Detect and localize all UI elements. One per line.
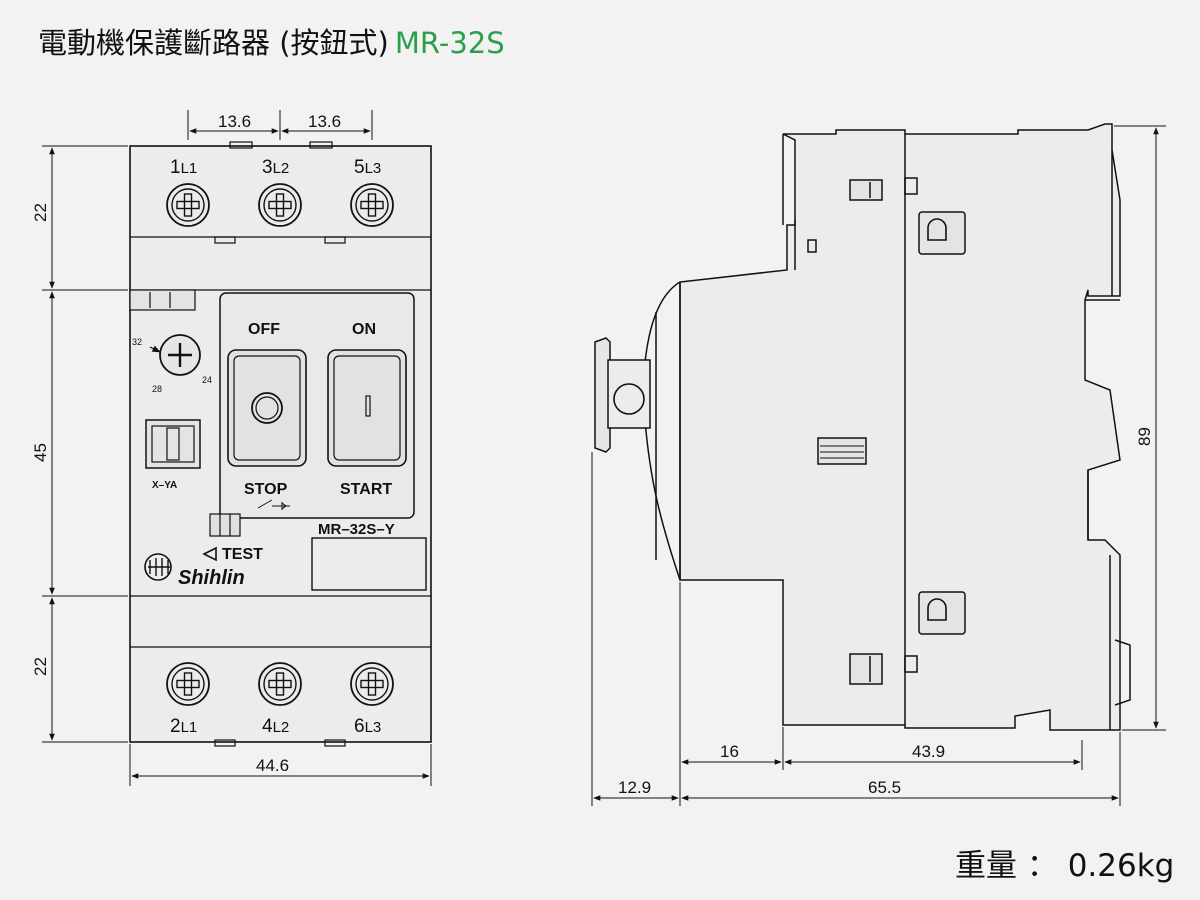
side-view: 89 16 43.9 12.9 65.5 bbox=[591, 123, 1166, 806]
terminal-label: 4L2 bbox=[262, 716, 289, 737]
dim-d3: 12.9 bbox=[618, 778, 651, 797]
knob-hole-icon bbox=[613, 383, 645, 415]
dim-d2: 43.9 bbox=[912, 742, 945, 761]
stop-symbol-icon bbox=[257, 499, 290, 510]
dim-d4: 65.5 bbox=[868, 778, 901, 797]
terminal-screw-icon bbox=[166, 183, 210, 227]
dim-d1: 16 bbox=[720, 742, 739, 761]
dial-mark: 32 bbox=[132, 337, 142, 347]
brand-label: Shihlin bbox=[178, 567, 245, 589]
weight-label: 重量 ： 0.26kg bbox=[955, 848, 1175, 884]
terminal-screw-icon bbox=[258, 183, 302, 227]
test-arrow-icon bbox=[202, 546, 217, 562]
dim-pitch-right: 13.6 bbox=[308, 112, 341, 131]
terminals-bottom: 2L1 4L2 6L3 bbox=[166, 662, 394, 737]
on-label: ON bbox=[352, 321, 376, 338]
terminal-screw-icon bbox=[166, 662, 210, 706]
test-label: TEST bbox=[222, 546, 263, 563]
terminal-label: 6L3 bbox=[354, 716, 381, 737]
model-plate-label: MR–32S–Y bbox=[318, 521, 395, 538]
dial-mark: 24 bbox=[202, 375, 212, 385]
front-dimensions: 13.6 13.6 22 45 22 44.6 bbox=[31, 110, 432, 786]
front-view: 1L1 3L2 5L3 2L1 4L2 6L3 3 bbox=[31, 110, 432, 786]
stop-button bbox=[227, 349, 307, 467]
nameplate-box bbox=[311, 537, 427, 591]
side-body-outline bbox=[679, 123, 1121, 731]
dim-height-top: 22 bbox=[31, 203, 50, 222]
dial-mark: 28 bbox=[152, 384, 162, 394]
title-text: 電動機保護斷路器 (按鈕式) bbox=[38, 26, 389, 60]
start-button bbox=[327, 349, 407, 467]
terminal-screw-icon bbox=[350, 183, 394, 227]
test-switch bbox=[209, 513, 241, 537]
dim-width: 44.6 bbox=[256, 756, 289, 775]
terminal-screw-icon bbox=[258, 662, 302, 706]
dim-height-bottom: 22 bbox=[31, 657, 50, 676]
terminal-label: 1L1 bbox=[170, 157, 197, 178]
xya-label: X–YA bbox=[152, 480, 177, 491]
off-label: OFF bbox=[248, 321, 280, 338]
current-dial: 32 28 24 bbox=[132, 334, 212, 394]
terminal-screw-icon bbox=[350, 662, 394, 706]
dim-height-mid: 45 bbox=[31, 443, 50, 462]
side-dimensions: 89 16 43.9 12.9 65.5 bbox=[591, 125, 1166, 806]
terminals-top: 1L1 3L2 5L3 bbox=[166, 157, 394, 227]
terminal-label: 5L3 bbox=[354, 157, 381, 178]
start-label: START bbox=[340, 481, 392, 498]
dim-side-height: 89 bbox=[1135, 427, 1154, 446]
dim-pitch-left: 13.6 bbox=[218, 112, 251, 131]
terminal-label: 3L2 bbox=[262, 157, 289, 178]
xya-window bbox=[145, 419, 201, 469]
shihlin-logo-icon bbox=[144, 553, 172, 581]
title-model: MR-32S bbox=[394, 26, 505, 60]
knob-profile bbox=[594, 337, 611, 453]
page-title: 電動機保護斷路器 (按鈕式)MR-32S bbox=[38, 20, 505, 62]
stop-label: STOP bbox=[244, 481, 288, 498]
terminal-label: 2L1 bbox=[170, 716, 197, 737]
